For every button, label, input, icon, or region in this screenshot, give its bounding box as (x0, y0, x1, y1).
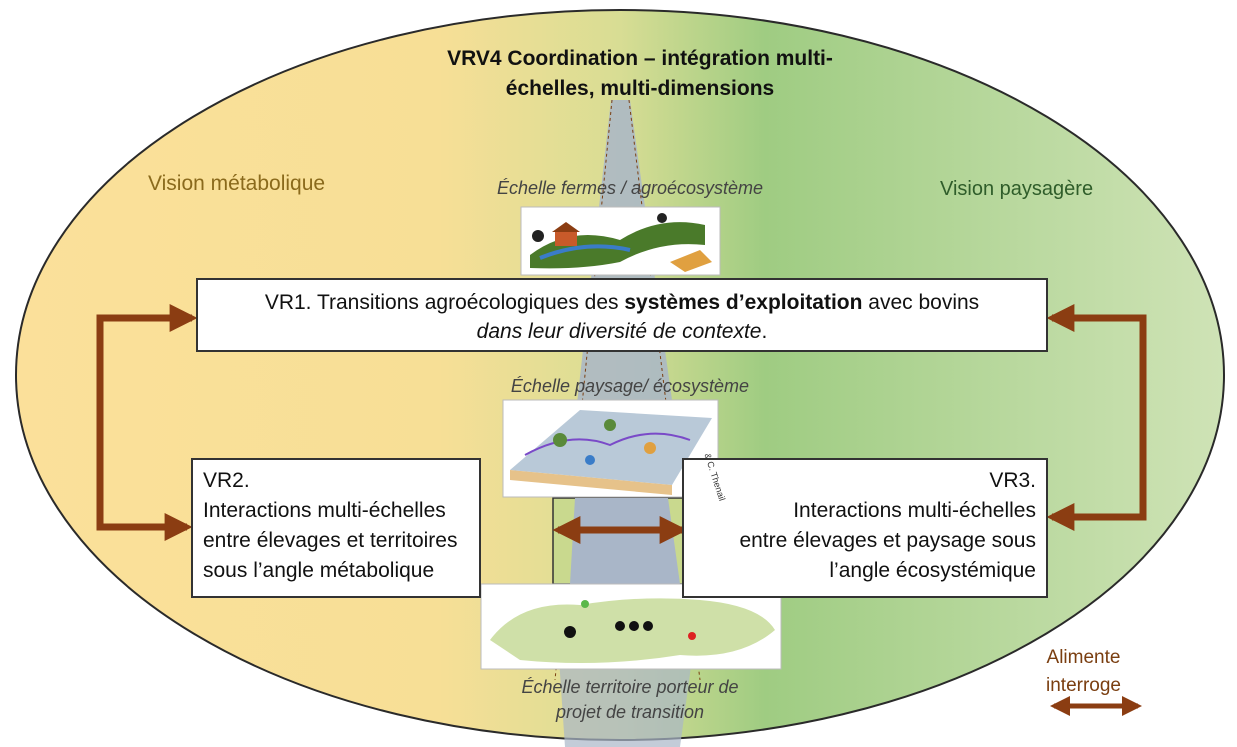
vr1-box: VR1. Transitions agroécologiques des sys… (196, 278, 1048, 352)
vr1-italic: dans leur diversité de contexte (476, 320, 762, 343)
vr3-heading: VR3. (989, 469, 1036, 492)
legend-line-2: interroge (1046, 675, 1121, 696)
page-title: VRV4 Coordination – intégration multi- é… (380, 44, 900, 104)
vr1-line-1: VR1. Transitions agroécologiques des sys… (198, 288, 1046, 317)
vision-paysagere-label: Vision paysagère (940, 178, 1094, 200)
vr1-text-1: VR1. Transitions agroécologiques des (264, 291, 625, 314)
scale-landscape-label: Échelle paysage/ écosystème (510, 376, 750, 396)
vr2-line-3: sous l’angle métabolique (203, 559, 435, 582)
title-line-2: échelles, multi-dimensions (505, 77, 775, 100)
scale-territory-line-1: Échelle territoire porteur de (521, 677, 739, 697)
vr1-end: . (761, 320, 768, 343)
road-edge-left (554, 99, 613, 681)
vr2-line-2: entre élevages et territoires (203, 529, 458, 552)
vr1-text-2: avec bovins (862, 291, 980, 314)
territory-illustration (480, 583, 782, 670)
scale-farm-label: Échelle fermes / agroécosystème (496, 178, 764, 198)
vr2-line-1: Interactions multi-échelles (203, 499, 446, 522)
vr3-line-1: Interactions multi-échelles (793, 499, 1036, 522)
right-loop-arrow (1046, 304, 1147, 531)
scale-territory-line-2: projet de transition (555, 702, 705, 722)
vr2-box: VR2. Interactions multi-échelles entre é… (191, 458, 481, 598)
title-line-1: VRV4 Coordination – intégration multi- (447, 47, 833, 70)
vr3-line-3: l’angle écosystémique (829, 559, 1036, 582)
vision-metabolique-label: Vision métabolique (148, 172, 326, 195)
legend: Alimente interroge (1046, 644, 1121, 700)
farm-illustration (520, 206, 721, 276)
left-loop-arrow (96, 304, 198, 541)
vr3-line-2: entre élevages et paysage sous (739, 529, 1036, 552)
road-center-segment (570, 498, 680, 584)
vr2-heading: VR2. (203, 469, 250, 492)
vr3-box: VR3. Interactions multi-échelles entre é… (682, 458, 1048, 598)
legend-line-1: Alimente (1046, 647, 1121, 668)
vr1-line-2: dans leur diversité de contexte. (198, 317, 1046, 346)
vr1-bold: systèmes d’exploitation (624, 291, 863, 314)
scale-territory-label: Échelle territoire porteur de projet de … (470, 675, 790, 725)
